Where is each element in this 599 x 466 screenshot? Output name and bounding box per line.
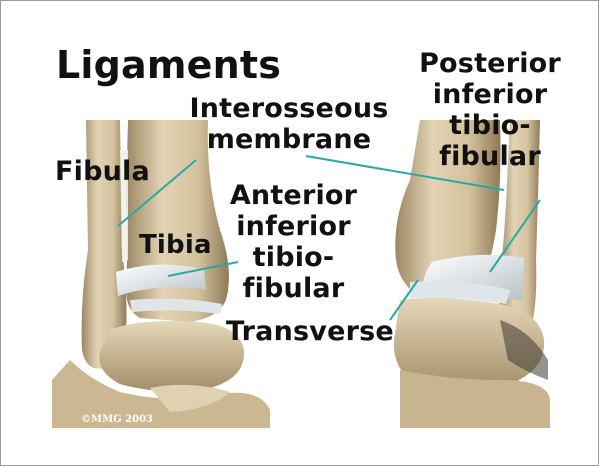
talus-bone xyxy=(99,321,244,391)
title-label: Ligaments xyxy=(56,46,281,84)
label-line: membrane xyxy=(189,124,389,155)
copyright-text: ©MMG 2003 xyxy=(81,414,153,425)
label-line: Interosseous xyxy=(189,93,389,124)
anterior-inferior-tibiofibular-label: Anterior inferior tibio- fibular xyxy=(226,180,361,304)
label-line: tibio- xyxy=(226,242,361,273)
interosseous-membrane-label: Interosseous membrane xyxy=(189,93,389,155)
label-line: Anterior xyxy=(226,180,361,211)
tibia-label: Tibia xyxy=(139,232,212,258)
label-line: fibular xyxy=(415,141,565,172)
label-line: inferior xyxy=(415,79,565,110)
fibula-label: Fibula xyxy=(55,158,150,185)
label-line: Posterior xyxy=(415,48,565,79)
label-line: fibular xyxy=(226,273,361,304)
posterior-inferior-tibiofibular-label: Posterior inferior tibio- fibular xyxy=(415,48,565,172)
label-line: tibio- xyxy=(415,110,565,141)
label-line: inferior xyxy=(226,211,361,242)
transverse-label: Transverse xyxy=(226,318,394,345)
